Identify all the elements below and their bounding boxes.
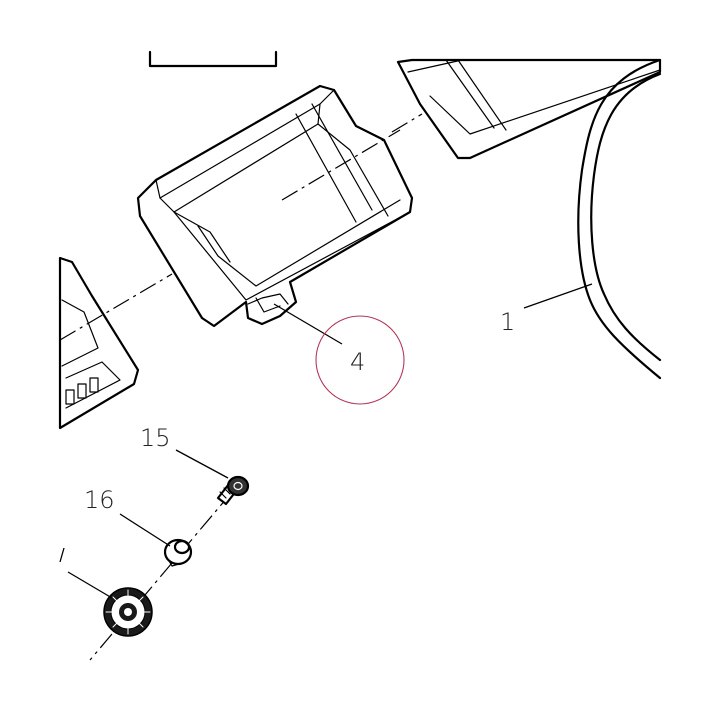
top-bracket-edge — [148, 50, 278, 68]
leader-line-15 — [175, 449, 229, 479]
washer-part-16 — [163, 538, 193, 567]
leader-line-gear — [59, 547, 113, 599]
body-panel-part-1 — [577, 58, 662, 380]
serrated-gear — [103, 587, 153, 637]
callout-16: 16 — [84, 486, 115, 514]
callout-4: 4 — [350, 348, 365, 376]
center-line-box-upper — [391, 113, 423, 133]
housing-segment-left — [58, 256, 140, 430]
center-line-box-inner — [281, 129, 401, 201]
screw-part-15 — [216, 475, 250, 506]
center-line-box — [59, 273, 173, 341]
housing-segment-top-right — [396, 58, 662, 160]
leader-line-16 — [119, 513, 171, 547]
callout-1: 1 — [500, 308, 515, 336]
highlight-circle — [315, 315, 405, 405]
callout-15: 15 — [140, 424, 171, 452]
center-line-fasteners — [89, 491, 233, 661]
leader-line-4 — [273, 303, 343, 345]
main-box-part-4 — [136, 84, 414, 328]
leader-line-1 — [523, 283, 593, 309]
